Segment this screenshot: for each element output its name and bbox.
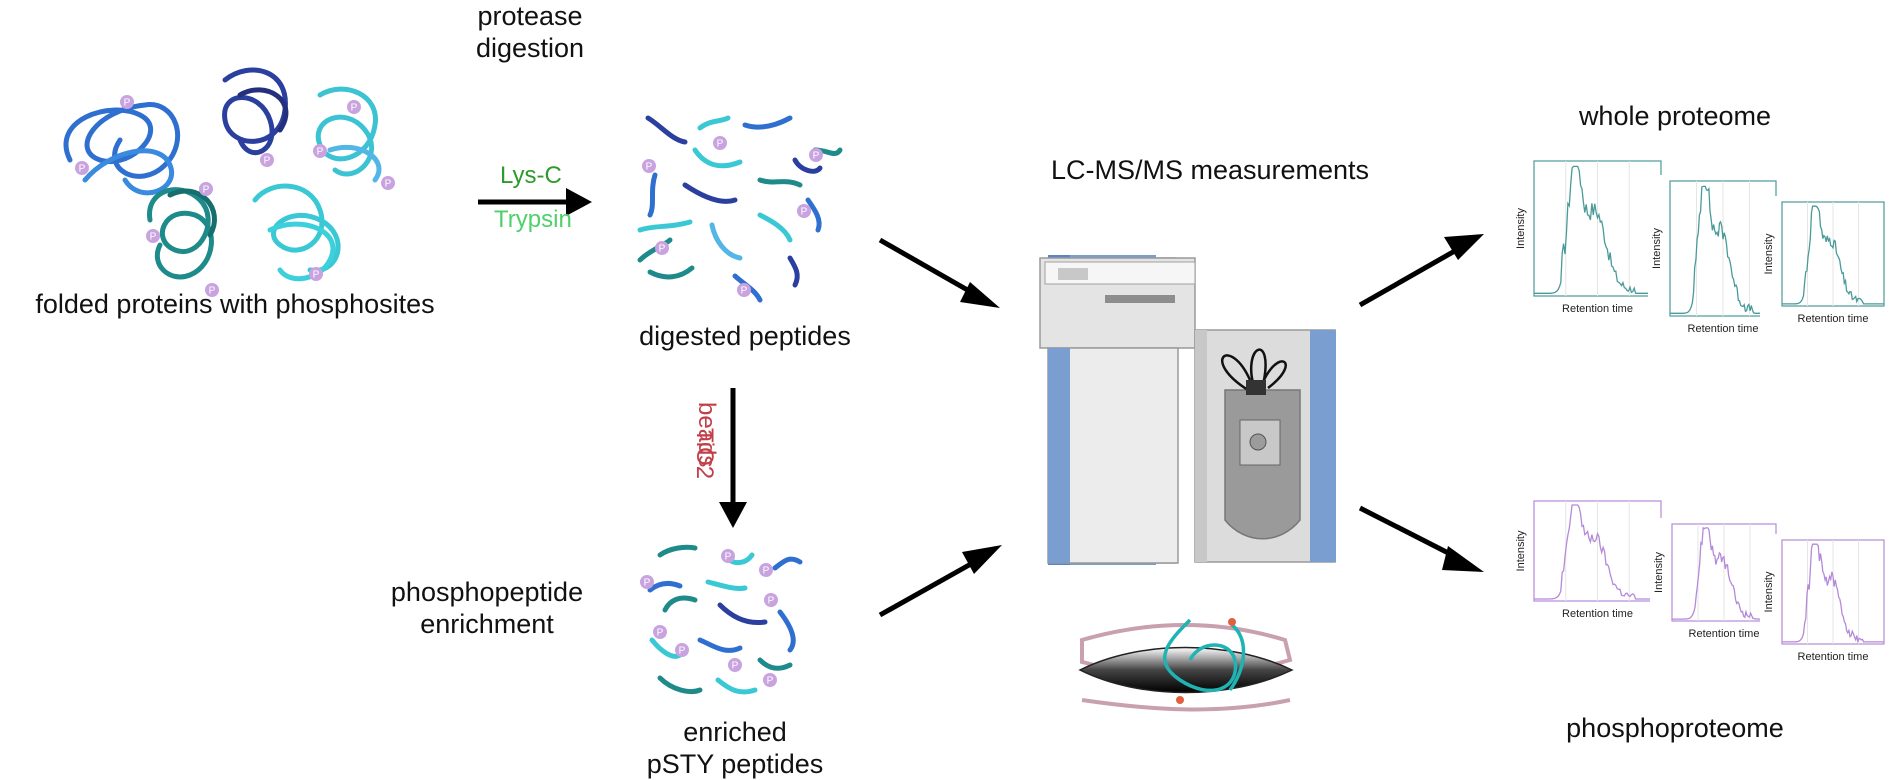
chromatogram-trace [1534, 504, 1661, 600]
folded-proteins-cluster [63, 67, 382, 282]
phospho-marker-glyph: P [659, 244, 666, 255]
phospho-marker-glyph: P [679, 646, 686, 657]
phospho-marker-glyph: P [150, 232, 157, 243]
label-phosphopeptide-enrichment: phosphopeptide enrichment [372, 576, 602, 640]
chromatogram-trace [1672, 526, 1776, 620]
orbitrap-schematic [1078, 618, 1294, 712]
chromatogram-x-label: Retention time [1798, 651, 1869, 663]
label-protease-line-2: digestion [475, 33, 585, 63]
arrow-to-phosphoproteome [1358, 505, 1484, 572]
phospho-marker-glyph: P [351, 103, 358, 114]
label-digested-peptides: digested peptides [639, 321, 851, 351]
phosphoproteome-chromatogram: Retention time Intensity [1512, 495, 1665, 625]
phospho-marker-glyph: P [209, 286, 216, 297]
chromatogram-trace [1782, 205, 1884, 305]
enzyme-beads: beads [693, 402, 720, 468]
phospho-marker-glyph: P [646, 162, 653, 173]
phospho-marker-glyph: P [644, 578, 651, 589]
peptide-phospho-markers: P P P P P P [642, 136, 823, 297]
phospho-marker-glyph: P [124, 98, 131, 109]
phospho-marker-glyph: P [203, 185, 210, 196]
phospho-marker-glyph: P [313, 270, 320, 281]
phospho-marker-glyph: P [79, 164, 86, 175]
digested-peptides [637, 115, 843, 303]
whole-proteome-chromatogram: Retention time Intensity [1512, 155, 1665, 320]
phospho-marker-glyph: P [801, 207, 808, 218]
chromatogram-y-label: Intensity [1651, 228, 1663, 269]
enriched-phospho-markers: P P P P P P P P [640, 549, 778, 687]
label-phosphoproteome: phosphoproteome [1566, 713, 1784, 743]
label-enriched-line-2: pSTY peptides [646, 749, 824, 779]
label-enrichment-line-2: enrichment [420, 609, 554, 639]
arrow-to-whole-proteome [1358, 234, 1484, 308]
phospho-marker-glyph: P [732, 661, 739, 672]
phosphoproteome-chromatogram: Retention time Intensity [1760, 534, 1888, 668]
label-whole-proteome: whole proteome [1578, 101, 1772, 131]
enzyme-trypsin: Trypsin [494, 206, 572, 233]
chromatogram-x-label: Retention time [1689, 628, 1760, 640]
label-folded-proteins: folded proteins with phosphosites [35, 289, 435, 319]
label-protease-line-1: protease [477, 1, 583, 31]
label-lcms: LC-MS/MS measurements [1050, 155, 1370, 185]
whole-proteome-chromatogram: Retention time Intensity [1648, 175, 1780, 340]
chromatogram-y-label: Intensity [1763, 233, 1775, 274]
chromatogram-x-label: Retention time [1562, 303, 1633, 315]
chromatogram-x-label: Retention time [1562, 608, 1633, 620]
phospho-marker-glyph: P [717, 139, 724, 150]
phospho-marker-glyph: P [725, 552, 732, 563]
label-enriched-line-1: enriched [683, 717, 787, 747]
phospho-marker-glyph: P [763, 566, 770, 577]
phospho-marker-glyph: P [741, 286, 748, 297]
arrow-enriched-to-ms [878, 545, 1002, 618]
phospho-marker-glyph: P [768, 596, 775, 607]
phospho-marker-glyph: P [767, 676, 774, 687]
chromatogram-trace [1782, 543, 1884, 644]
chromatogram-trace [1670, 185, 1776, 314]
arrow-peptides-to-ms [878, 237, 1000, 308]
enrichment-arrow [719, 388, 747, 528]
phospho-marker-glyph: P [317, 147, 324, 158]
phospho-marker-glyph: P [264, 156, 271, 167]
label-enrichment-line-1: phosphopeptide [390, 577, 584, 607]
label-enriched-peptides: enriched pSTY peptides [620, 716, 850, 780]
digestion-arrow [478, 188, 592, 216]
phospho-marker-glyph: P [813, 151, 820, 162]
lcms-instrument [1039, 255, 1336, 565]
chromatogram-x-label: Retention time [1798, 313, 1869, 325]
phospho-marker-glyph: P [385, 179, 392, 190]
phosphoproteome-chromatogram: Retention time Intensity [1650, 518, 1780, 645]
protein-phospho-markers: P P P P P P P P P P [75, 95, 395, 297]
phospho-marker-glyph: P [657, 628, 664, 639]
enzyme-lys-c: Lys-C [500, 162, 562, 189]
enriched-peptides [647, 544, 803, 695]
chromatogram-y-label: Intensity [1515, 530, 1527, 571]
chromatogram-y-label: Intensity [1515, 208, 1527, 249]
chromatogram-trace [1534, 165, 1661, 294]
label-protease-digestion: protease digestion [440, 0, 620, 64]
chromatogram-x-label: Retention time [1688, 323, 1759, 335]
chromatogram-y-label: Intensity [1763, 571, 1775, 612]
chromatogram-y-label: Intensity [1653, 552, 1665, 593]
whole-proteome-chromatogram: Retention time Intensity [1760, 196, 1888, 330]
